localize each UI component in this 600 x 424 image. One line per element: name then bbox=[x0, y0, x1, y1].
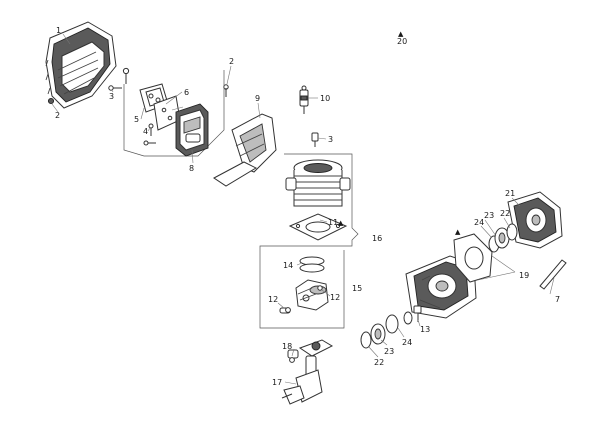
callout-21: 21 bbox=[505, 189, 515, 198]
part-dowel-tube bbox=[539, 259, 567, 290]
callout-12-left: 12 bbox=[268, 295, 278, 304]
callout-8: 8 bbox=[189, 164, 194, 173]
callout-13: 13 bbox=[420, 325, 430, 334]
part-muffler-body bbox=[175, 103, 209, 157]
callout-20: 20 bbox=[397, 37, 407, 46]
part-piston-rings bbox=[299, 256, 325, 273]
part-guard-plate bbox=[213, 113, 277, 187]
callout-10: 10 bbox=[320, 94, 330, 103]
part-crankshaft bbox=[281, 339, 334, 405]
callout-19: 19 bbox=[519, 271, 529, 280]
callout-11-triangle: ▲ bbox=[338, 219, 344, 227]
callout-18: 18 bbox=[282, 342, 292, 351]
part-wrist-pin bbox=[279, 285, 323, 314]
callout-16: 16 bbox=[372, 234, 382, 243]
callout-1: 1 bbox=[56, 26, 61, 35]
callout-24-left: 24 bbox=[402, 338, 412, 347]
callout-7: 7 bbox=[555, 295, 560, 304]
callout-22-right: 22 bbox=[500, 209, 510, 218]
gasket-triangle-mark: ▲ bbox=[455, 228, 461, 236]
callout-11: 11 bbox=[328, 218, 338, 227]
callout-17: 17 bbox=[272, 378, 282, 387]
callout-labels: 1 2 3 2 5 6 4 8 9 10 3 11 ▲ 16 14 15 12 … bbox=[55, 26, 560, 387]
leader-lines bbox=[51, 33, 555, 385]
callout-6: 6 bbox=[184, 88, 189, 97]
part-piston bbox=[295, 279, 329, 311]
callout-5: 5 bbox=[134, 115, 139, 124]
part-cylinder-gasket bbox=[288, 213, 348, 241]
callout-20-triangle: ▲ bbox=[398, 30, 404, 38]
part-crankcase-bolt bbox=[413, 305, 422, 322]
muffler-group-frame bbox=[123, 70, 225, 157]
callout-22-left: 22 bbox=[374, 358, 384, 367]
part-fan-housing bbox=[45, 21, 117, 109]
part-bearing-set-left bbox=[360, 311, 413, 349]
part-screw-cylinder bbox=[311, 132, 319, 147]
callout-2-left: 2 bbox=[55, 111, 60, 120]
callout-3-mid: 3 bbox=[328, 135, 333, 144]
part-screw-set-muffler bbox=[143, 123, 156, 146]
callout-4: 4 bbox=[143, 127, 148, 136]
callout-2-top: 2 bbox=[229, 57, 234, 66]
callout-23-right: 23 bbox=[484, 211, 494, 220]
part-bearing-set-right bbox=[488, 223, 518, 253]
callout-9: 9 bbox=[255, 94, 260, 103]
callout-24-right: 24 bbox=[474, 218, 484, 227]
part-cylinder bbox=[285, 159, 351, 207]
part-crankcase-left bbox=[405, 255, 477, 319]
callout-12-right: 12 bbox=[330, 293, 340, 302]
part-mark-triangle-gasket: ▲ bbox=[455, 228, 461, 236]
callout-14: 14 bbox=[283, 261, 293, 270]
part-crankcase-right bbox=[507, 191, 563, 249]
part-crankcase-gasket bbox=[453, 233, 493, 283]
cylinder-group-frame bbox=[259, 153, 359, 329]
part-screw-upper bbox=[108, 67, 229, 97]
callout-15: 15 bbox=[352, 284, 362, 293]
part-spark-plug bbox=[299, 85, 309, 114]
callout-3-top: 3 bbox=[109, 92, 114, 101]
callout-23-left: 23 bbox=[384, 347, 394, 356]
